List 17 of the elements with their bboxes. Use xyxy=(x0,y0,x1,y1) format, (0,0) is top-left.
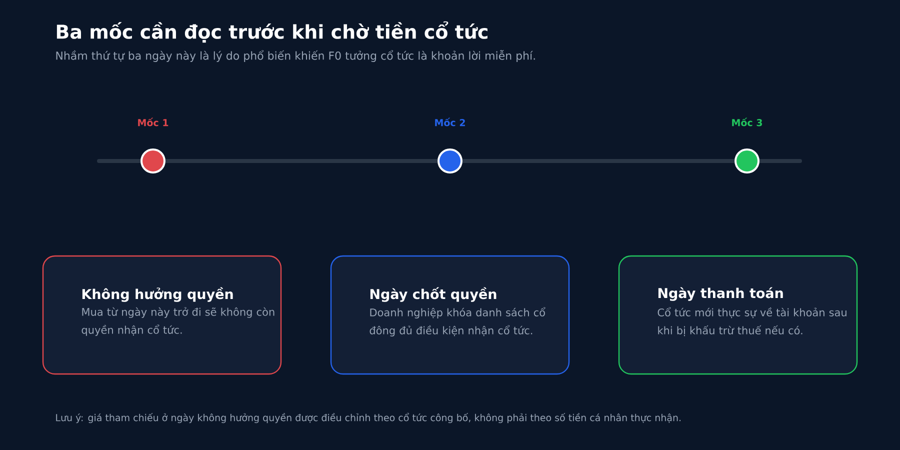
footnote: Lưu ý: giá tham chiếu ở ngày không hưởng quyền được điều chỉnh theo cổ tức công bố, không phải theo số tiền cá nhân thực nhận. xyxy=(56,412,680,424)
milestone-label: Mốc 1 xyxy=(138,118,168,126)
milestone-label: Mốc 2 xyxy=(435,118,465,126)
card-heading: Ngày chốt quyền xyxy=(370,287,496,302)
title: Ba mốc cần đọc trước khi chờ tiền cổ tức xyxy=(56,21,488,43)
milestone-card xyxy=(618,255,858,375)
timeline-track xyxy=(462,159,734,163)
card-text: Cổ tức mới thực sự về tài khoản sau khi bị khấu trừ thuế nếu có. xyxy=(658,307,846,336)
milestone-card xyxy=(330,255,570,375)
timeline-track xyxy=(166,159,438,163)
card-heading: Không hưởng quyền xyxy=(82,287,233,302)
milestone-card xyxy=(42,255,282,375)
milestone-label: Mốc 3 xyxy=(732,118,762,126)
card-heading: Ngày thanh toán xyxy=(658,287,783,301)
card-text: Mua từ ngày này trở đi sẽ không còn quyền nhận cổ tức. xyxy=(82,307,274,336)
subtitle: Nhầm thứ tự ba ngày này là lý do phổ biến khiến F0 tưởng cổ tức là khoản lời miễn phí. xyxy=(56,50,535,62)
card-text: Doanh nghiệp khóa danh sách cổ đông đủ điều kiện nhận cổ tức. xyxy=(370,307,546,336)
